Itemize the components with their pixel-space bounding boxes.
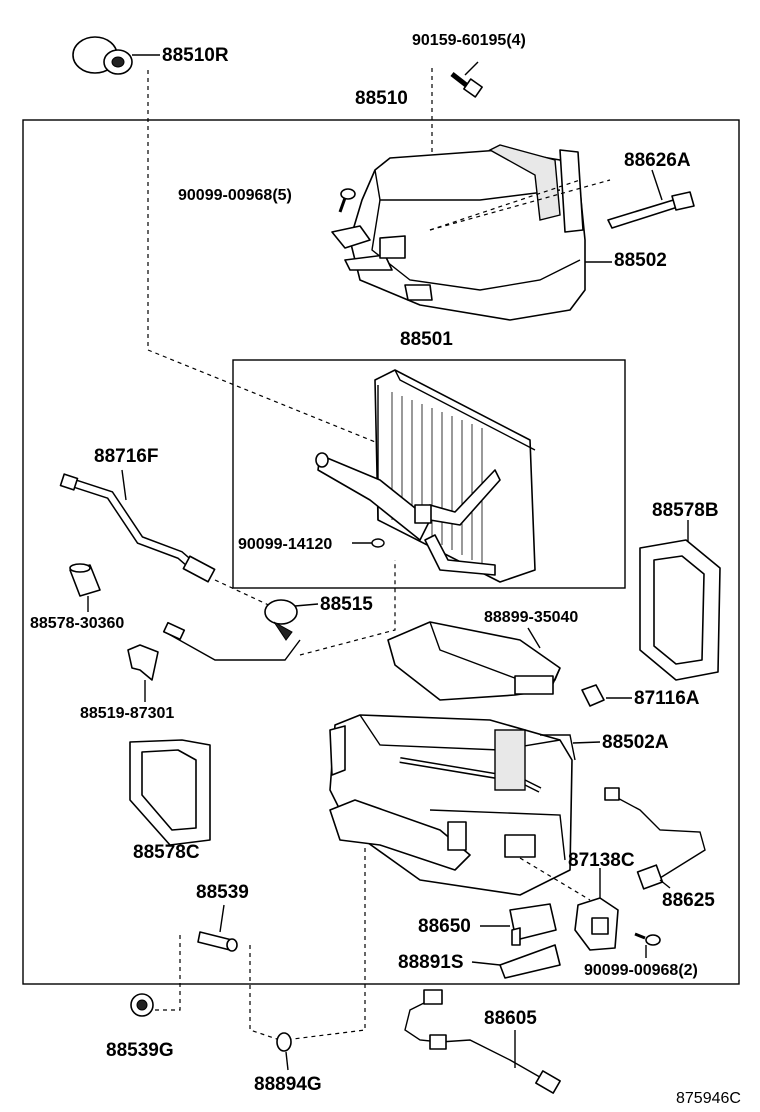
label-88626a: 88626A — [624, 150, 691, 171]
sensor-88625[interactable] — [604, 787, 706, 890]
label-88578-30360: 88578-30360 — [30, 615, 124, 632]
clip-88519-87301[interactable] — [127, 644, 159, 681]
label-88510: 88510 — [355, 88, 408, 109]
pin-88539[interactable] — [197, 931, 238, 952]
screw-90099-5[interactable] — [338, 188, 356, 213]
harness-88605[interactable] — [404, 989, 561, 1094]
label-88502: 88502 — [614, 250, 667, 271]
upper-case-88502[interactable] — [331, 144, 611, 321]
screw-90099-2[interactable] — [634, 932, 661, 946]
label-88510r: 88510R — [162, 45, 229, 66]
label-88539g: 88539G — [106, 1040, 174, 1061]
label-88716f: 88716F — [94, 446, 158, 467]
label-88891s: 88891S — [398, 952, 464, 973]
clip-88894g[interactable] — [276, 1032, 292, 1052]
label-88515: 88515 — [320, 594, 373, 615]
label-88539: 88539 — [196, 882, 249, 903]
grommet-88510r[interactable] — [72, 36, 133, 75]
label-90099-00968-2: 90099-00968(2) — [584, 962, 698, 979]
label-90099-00968-5: 90099-00968(5) — [178, 187, 292, 204]
label-87116a: 87116A — [634, 688, 700, 709]
label-87138c: 87138C — [568, 850, 635, 871]
label-88501: 88501 — [400, 329, 453, 350]
bolt-90159[interactable] — [450, 72, 483, 98]
label-88605: 88605 — [484, 1008, 537, 1029]
insulator-88578-30360[interactable] — [69, 563, 101, 597]
evaporator-88501[interactable] — [315, 369, 536, 583]
assembly-frame — [22, 119, 740, 985]
grommet-88539g[interactable] — [130, 993, 154, 1017]
tube-88716f[interactable] — [59, 473, 216, 583]
clamp-88626a[interactable] — [607, 191, 695, 229]
label-88578b: 88578B — [652, 500, 719, 521]
door-88899-35040[interactable] — [387, 621, 561, 701]
seal-88578b[interactable] — [639, 539, 721, 681]
drawing-number: 875946C — [676, 1090, 741, 1107]
amplifier-88650[interactable] — [509, 903, 557, 946]
label-88650: 88650 — [418, 916, 471, 937]
label-88625: 88625 — [662, 890, 715, 911]
label-88894g: 88894G — [254, 1074, 322, 1095]
seal-88578c[interactable] — [129, 739, 211, 846]
clip-87116a[interactable] — [581, 684, 605, 707]
bracket-88891s[interactable] — [499, 944, 561, 979]
o-ring-90099-14120[interactable] — [371, 538, 385, 548]
label-90099-14120: 90099-14120 — [238, 536, 332, 553]
label-88899-35040: 88899-35040 — [484, 609, 578, 626]
motor-87138c[interactable] — [574, 897, 619, 951]
label-88519-87301: 88519-87301 — [80, 705, 174, 722]
label-90159-60195: 90159-60195(4) — [412, 32, 526, 49]
label-88502a: 88502A — [602, 732, 669, 753]
label-88578c: 88578C — [133, 842, 200, 863]
thermistor-88515[interactable] — [162, 599, 301, 661]
lower-case-88502a[interactable] — [329, 714, 576, 896]
evaporator-frame — [232, 359, 626, 589]
